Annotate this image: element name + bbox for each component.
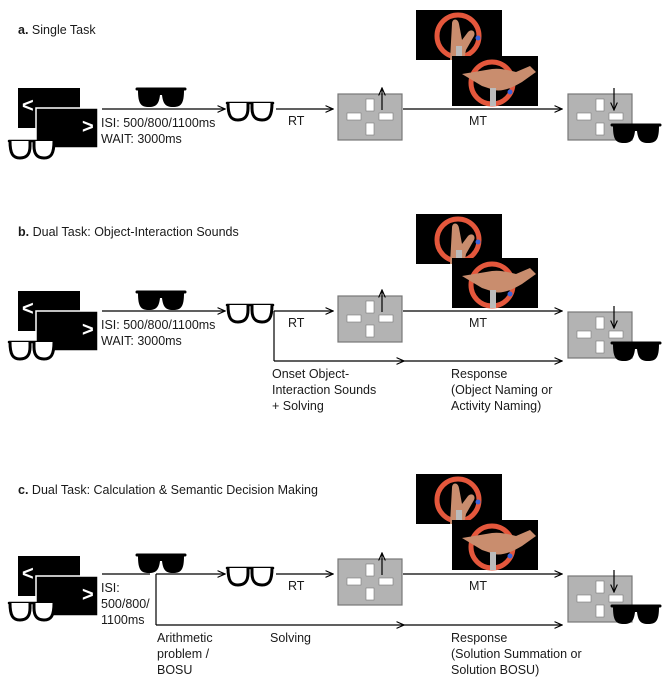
panel-a-wait: WAIT: 3000ms xyxy=(101,132,182,146)
panel-a-rt: RT xyxy=(288,114,305,128)
panel-b-device-start xyxy=(337,295,403,343)
panel-b-isi: ISI: 500/800/1100ms xyxy=(101,318,215,332)
panel-c-left-chevron: < xyxy=(22,563,34,585)
panel-c: c. Dual Task: Calculation & Semantic Dec… xyxy=(7,474,662,677)
panel-b-title: b. Dual Task: Object-Interaction Sounds xyxy=(18,225,239,239)
panel-c-closed-glasses-icon-end xyxy=(610,604,662,626)
panel-b-open-glasses-icon-2 xyxy=(225,303,275,324)
panel-a-mt: MT xyxy=(469,114,487,128)
panel-c-right-chevron: > xyxy=(82,584,94,606)
panel-a-video-frame-1 xyxy=(416,10,502,60)
panel-c-rt: RT xyxy=(288,579,305,593)
panel-a-video-frame-2 xyxy=(452,56,538,106)
panel-b-video-frame-2 xyxy=(452,258,538,308)
panel-c-device-start xyxy=(337,558,403,606)
panel-b-onset-label: Onset Object- Interaction Sounds + Solvi… xyxy=(272,367,380,413)
panel-a-right-chevron: > xyxy=(82,116,94,138)
panel-c-solving-label: Solving xyxy=(270,631,311,645)
panel-a-left-chevron: < xyxy=(22,95,34,117)
panel-a-closed-glasses-icon-end xyxy=(610,123,662,145)
panel-b-wait: WAIT: 3000ms xyxy=(101,334,182,348)
panel-a-open-glasses-icon-2 xyxy=(225,101,275,122)
panel-b-mt: MT xyxy=(469,316,487,330)
panel-b-left-chevron: < xyxy=(22,298,34,320)
panel-b-rt: RT xyxy=(288,316,305,330)
panel-c-problem-label: Arithmetic problem / BOSU xyxy=(157,631,216,677)
panel-a-isi: ISI: 500/800/1100ms xyxy=(101,116,215,130)
panel-a-open-glasses-icon xyxy=(7,139,57,160)
panel-b-open-glasses-icon xyxy=(7,340,57,361)
panel-b-closed-glasses-icon xyxy=(135,290,187,312)
panel-b-right-chevron: > xyxy=(82,319,94,341)
panel-a-closed-glasses-icon xyxy=(135,87,187,109)
panel-c-closed-glasses-icon xyxy=(135,553,187,575)
panel-c-title: c. Dual Task: Calculation & Semantic Dec… xyxy=(18,483,318,497)
panel-a-device-start xyxy=(337,93,403,141)
panel-a: a. Single Task < > ISI: 500/800/1100ms W… xyxy=(7,10,662,160)
panel-c-mt: MT xyxy=(469,579,487,593)
panel-b-video-frame-1 xyxy=(416,214,502,264)
panel-c-open-glasses-icon-2 xyxy=(225,566,275,587)
panel-c-video-frame-2 xyxy=(452,520,538,570)
panel-c-isi: ISI: 500/800/ 1100ms xyxy=(101,581,153,627)
panel-a-title: a. Single Task xyxy=(18,23,96,37)
panel-b-closed-glasses-icon-end xyxy=(610,341,662,363)
panel-c-video-frame-1 xyxy=(416,474,502,524)
panel-b: b. Dual Task: Object-Interaction Sounds … xyxy=(7,214,662,413)
panel-c-response-label: Response (Solution Summation or Solution… xyxy=(451,631,585,677)
panel-c-open-glasses-icon xyxy=(7,601,57,622)
panel-b-response-label: Response (Object Naming or Activity Nami… xyxy=(451,367,556,413)
